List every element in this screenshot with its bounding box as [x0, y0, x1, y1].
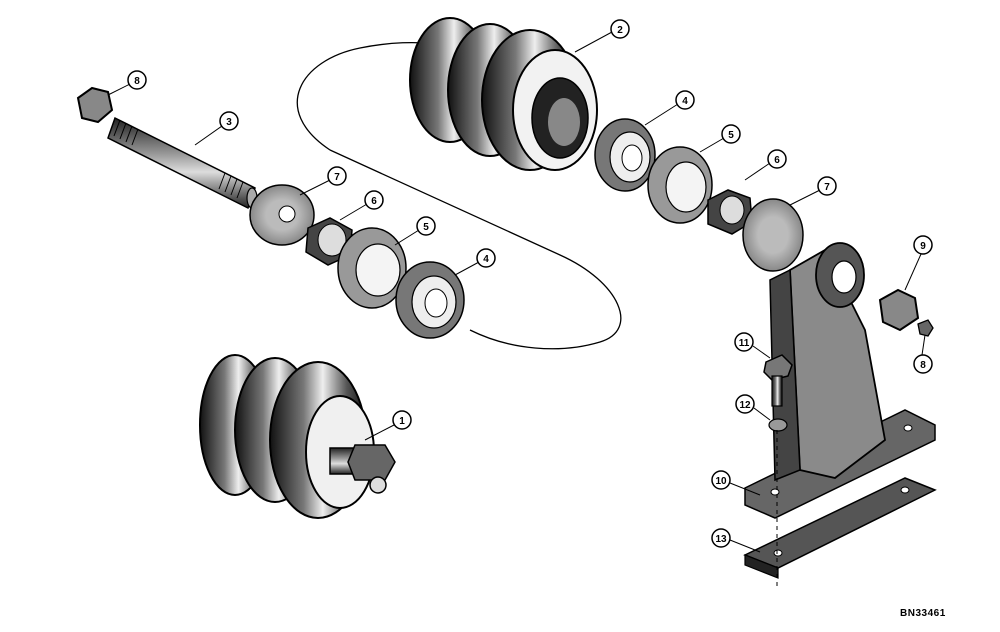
bearing-left [395, 261, 465, 339]
bearing-right [594, 118, 656, 192]
callout-12: 12 [735, 394, 755, 414]
callout-7-left: 7 [327, 166, 347, 186]
callout-8-right: 8 [913, 354, 933, 374]
svg-text:9: 9 [920, 241, 926, 252]
svg-text:1: 1 [399, 416, 405, 427]
callout-9: 9 [913, 235, 933, 255]
callout-8-upper: 8 [127, 70, 147, 90]
callout-5-right: 5 [721, 124, 741, 144]
svg-text:5: 5 [728, 130, 734, 141]
washer-left [249, 184, 315, 246]
bearing-cup-left [337, 227, 407, 309]
svg-text:12: 12 [739, 400, 751, 411]
shaft [107, 116, 258, 210]
callout-1: 1 [392, 410, 412, 430]
bearing-cup-right [647, 146, 713, 224]
svg-text:7: 7 [824, 182, 830, 193]
svg-text:6: 6 [774, 155, 780, 166]
svg-text:4: 4 [483, 254, 489, 265]
washer-right [742, 198, 804, 272]
svg-text:10: 10 [715, 476, 727, 487]
svg-text:4: 4 [682, 96, 688, 107]
roller-upper [409, 17, 598, 171]
svg-text:11: 11 [739, 338, 750, 349]
callout-3: 3 [219, 111, 239, 131]
callout-6-right: 6 [767, 149, 787, 169]
svg-text:3: 3 [226, 117, 232, 128]
svg-text:5: 5 [423, 222, 429, 233]
nut-right [878, 288, 920, 332]
callout-13: 13 [711, 528, 731, 548]
grease-fitting [917, 319, 934, 337]
svg-text:13: 13 [715, 534, 727, 545]
svg-text:7: 7 [334, 172, 340, 183]
callout-2: 2 [610, 19, 630, 39]
callout-6-left: 6 [364, 190, 384, 210]
nut-upper [76, 86, 114, 124]
svg-text:6: 6 [371, 196, 377, 207]
svg-text:2: 2 [617, 25, 623, 36]
svg-text:8: 8 [134, 76, 140, 87]
callout-4-left: 4 [476, 248, 496, 268]
drawing-code: BN33461 [900, 608, 946, 619]
svg-text:8: 8 [920, 360, 926, 371]
roller-assembly [199, 354, 396, 519]
callout-4-right: 4 [675, 90, 695, 110]
bolt [763, 354, 793, 407]
leader-lines [107, 31, 926, 553]
callout-10: 10 [711, 470, 731, 490]
callout-5-left: 5 [416, 216, 436, 236]
base-plate [743, 477, 937, 579]
callout-11: 11 [734, 332, 754, 352]
mounting-bracket [744, 242, 936, 519]
callout-7-right: 7 [817, 176, 837, 196]
bushing-right [707, 189, 753, 235]
lock-washer [768, 418, 788, 432]
